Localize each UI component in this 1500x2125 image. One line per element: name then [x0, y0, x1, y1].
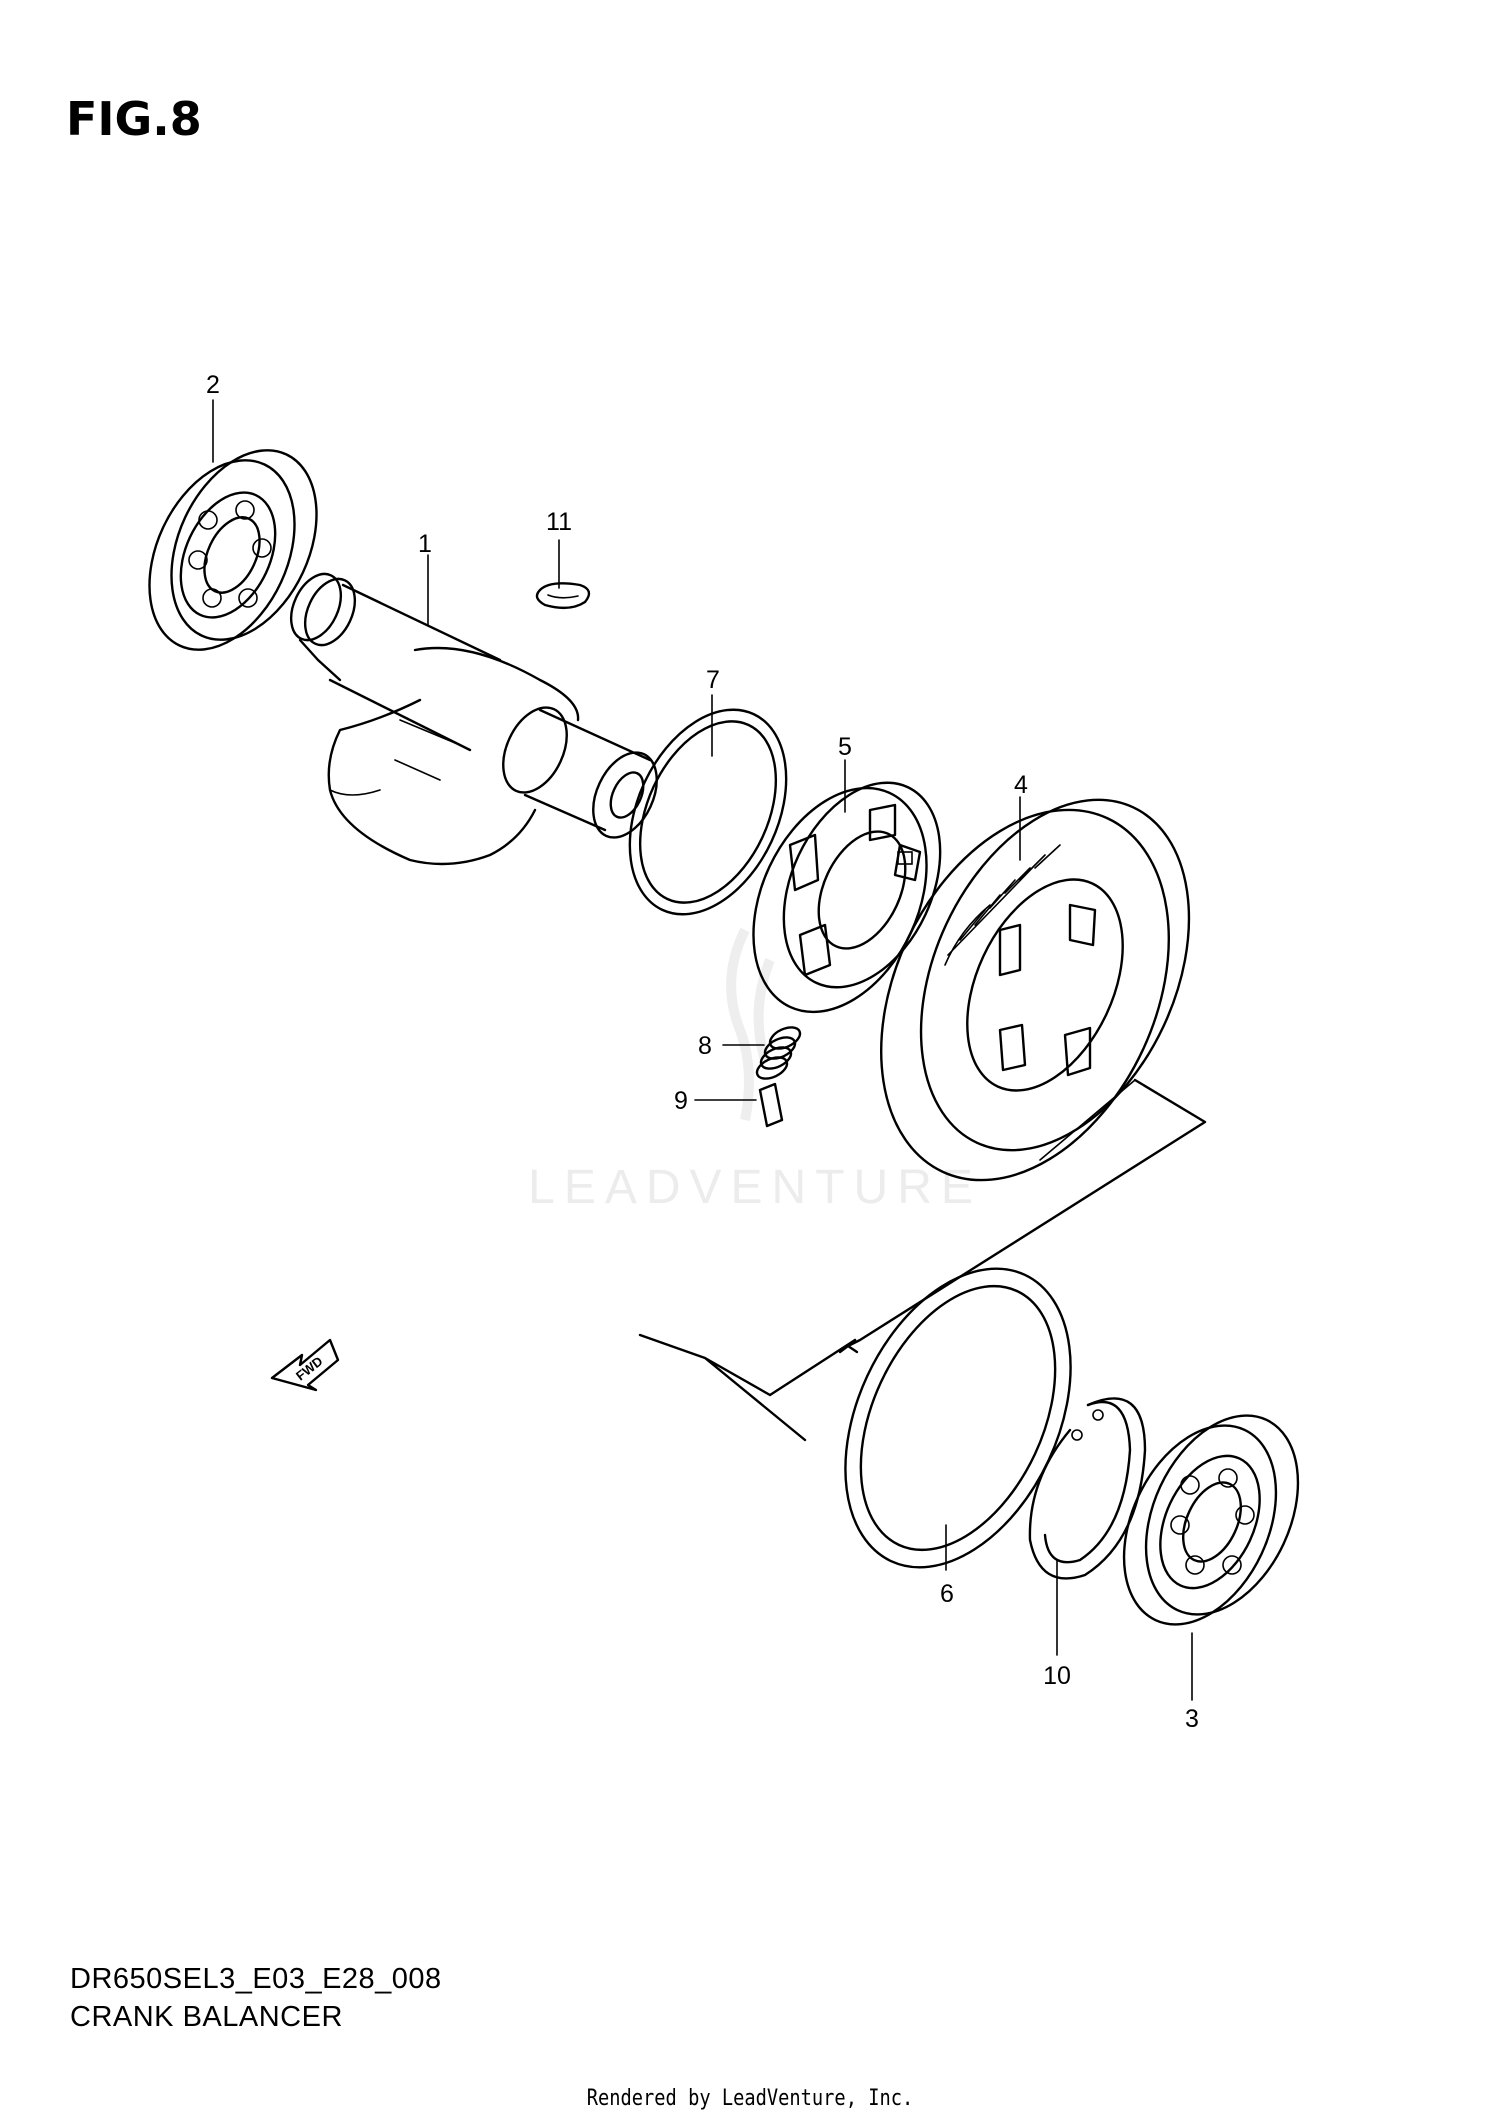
part-1-balancer-shaft: [289, 572, 658, 866]
part-5-damper: [752, 781, 942, 1014]
part-7-o-ring: [628, 708, 788, 916]
callout-2: 2: [206, 371, 220, 399]
callout-1: 1: [418, 530, 432, 558]
section-name: CRANK BALANCER: [70, 2001, 343, 2033]
callout-5: 5: [838, 733, 852, 761]
part-11-key: [535, 582, 591, 610]
callout-3: 3: [1185, 1705, 1199, 1733]
part-9-pin: [758, 1082, 784, 1128]
callout-10: 10: [1043, 1662, 1071, 1690]
callout-7: 7: [706, 666, 720, 694]
callout-leaders: [212, 399, 1193, 1701]
model-code: DR650SEL3_E03_E28_008: [70, 1963, 442, 1995]
watermark-logo: [726, 927, 775, 1121]
part-6-washer: [844, 1267, 1072, 1569]
watermark: LEADVENTURE: [528, 1161, 982, 1214]
fwd-arrow-icon: FWD: [270, 1338, 340, 1392]
figure-title: FIG.8: [66, 92, 202, 146]
part-10-circlip: [1028, 1397, 1147, 1580]
callout-labels: 1 2 3 4 5 6 7 8 9 10 11: [206, 371, 1199, 1733]
callout-11: 11: [546, 508, 572, 536]
callout-8: 8: [698, 1032, 712, 1060]
callout-6: 6: [940, 1580, 954, 1608]
part-2-bearing: [148, 449, 318, 651]
part-3-bearing: [1122, 1414, 1300, 1626]
callout-4: 4: [1014, 771, 1028, 799]
part-4-driven-gear: [880, 798, 1191, 1182]
callout-9: 9: [674, 1087, 688, 1115]
leader-bracket: [638, 1078, 1207, 1442]
part-8-spring: [755, 1026, 802, 1080]
render-credit: Rendered by LeadVenture, Inc.: [586, 2086, 914, 2111]
